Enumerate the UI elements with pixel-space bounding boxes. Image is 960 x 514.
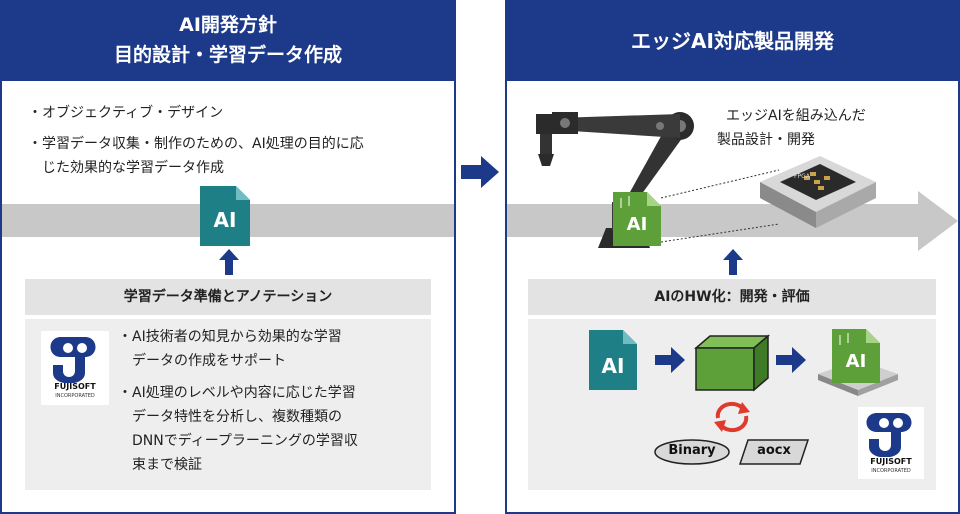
hardware-cube-icon xyxy=(694,334,770,392)
panel-connector-arrow xyxy=(461,156,499,188)
fujisoft-logo-right-sub: INCORPORATED xyxy=(871,468,911,474)
left-up-arrow xyxy=(219,249,239,275)
left-detail-2-cont-c: 束まで検証 xyxy=(118,457,202,473)
right-caption-line1: エッジAIを組み込んだ xyxy=(726,108,866,124)
aocx-label: aocx xyxy=(757,443,791,458)
ai-document-label: AI xyxy=(213,208,237,232)
left-detail-1: ・AI技術者の知見から効果的な学習 xyxy=(118,329,342,345)
left-subheading: 学習データ準備とアノテーション xyxy=(25,279,431,315)
flow-ai-document-icon: AI xyxy=(589,330,637,390)
fpga-label: FPGA xyxy=(794,173,811,180)
fujisoft-logo-right-name: FUJISOFT xyxy=(870,457,912,466)
robot-ai-chip-icon: AI xyxy=(613,192,661,246)
fujisoft-logo-right: FUJISOFT INCORPORATED xyxy=(858,407,924,479)
fujisoft-logo: FUJISOFT INCORPORATED xyxy=(41,331,109,405)
binary-label: Binary xyxy=(668,443,716,458)
right-subheading: AIのHW化：開発・評価 xyxy=(528,279,936,315)
left-bullet-1: ・オブジェクティブ・デザイン xyxy=(28,105,224,121)
band-arrowhead xyxy=(918,191,958,251)
left-bullet-2-cont: じた効果的な学習データ作成 xyxy=(28,160,224,176)
chip-connector-lines xyxy=(661,169,780,243)
fujisoft-logo-icon xyxy=(50,337,96,383)
left-panel-header: AI開発方針 目的設計・学習データ作成 xyxy=(2,2,454,81)
left-title-line2: 目的設計・学習データ作成 xyxy=(113,44,342,66)
left-title-line1: AI開発方針 xyxy=(179,14,277,36)
fujisoft-logo-name: FUJISOFT xyxy=(54,382,96,391)
ai-on-chip-icon: AI xyxy=(832,329,880,383)
conversion-cycle-icon xyxy=(714,401,750,433)
fujisoft-logo-sub: INCORPORATED xyxy=(55,393,95,399)
ai-on-chip-label: AI xyxy=(845,351,867,372)
fpga-chip-icon: FPGA xyxy=(760,156,876,228)
flow-ai-document-label: AI xyxy=(601,354,625,378)
ai-document-icon: AI xyxy=(200,186,250,246)
left-detail-2: ・AI処理のレベルや内容に応じた学習 xyxy=(118,385,356,401)
flow-arrow-1 xyxy=(655,347,685,373)
left-detail-2-cont-b: DNNでディープラーニングの学習収 xyxy=(118,433,358,449)
robot-ai-chip-label: AI xyxy=(626,214,648,235)
flow-arrow-2 xyxy=(776,347,806,373)
left-bullet-2: ・学習データ収集・制作のための、AI処理の目的に応 xyxy=(28,136,364,152)
right-panel-header: エッジAI対応製品開発 xyxy=(507,2,958,81)
left-detail-2-cont-a: データ特性を分析し、複数種類の xyxy=(118,409,342,425)
fujisoft-logo-right-icon xyxy=(866,413,912,457)
binary-file-shape xyxy=(654,439,730,465)
aocx-file-shape xyxy=(738,439,810,465)
left-detail-1-cont: データの作成をサポート xyxy=(118,353,286,369)
right-up-arrow xyxy=(723,249,743,275)
right-caption-line2: 製品設計・開発 xyxy=(717,132,815,148)
